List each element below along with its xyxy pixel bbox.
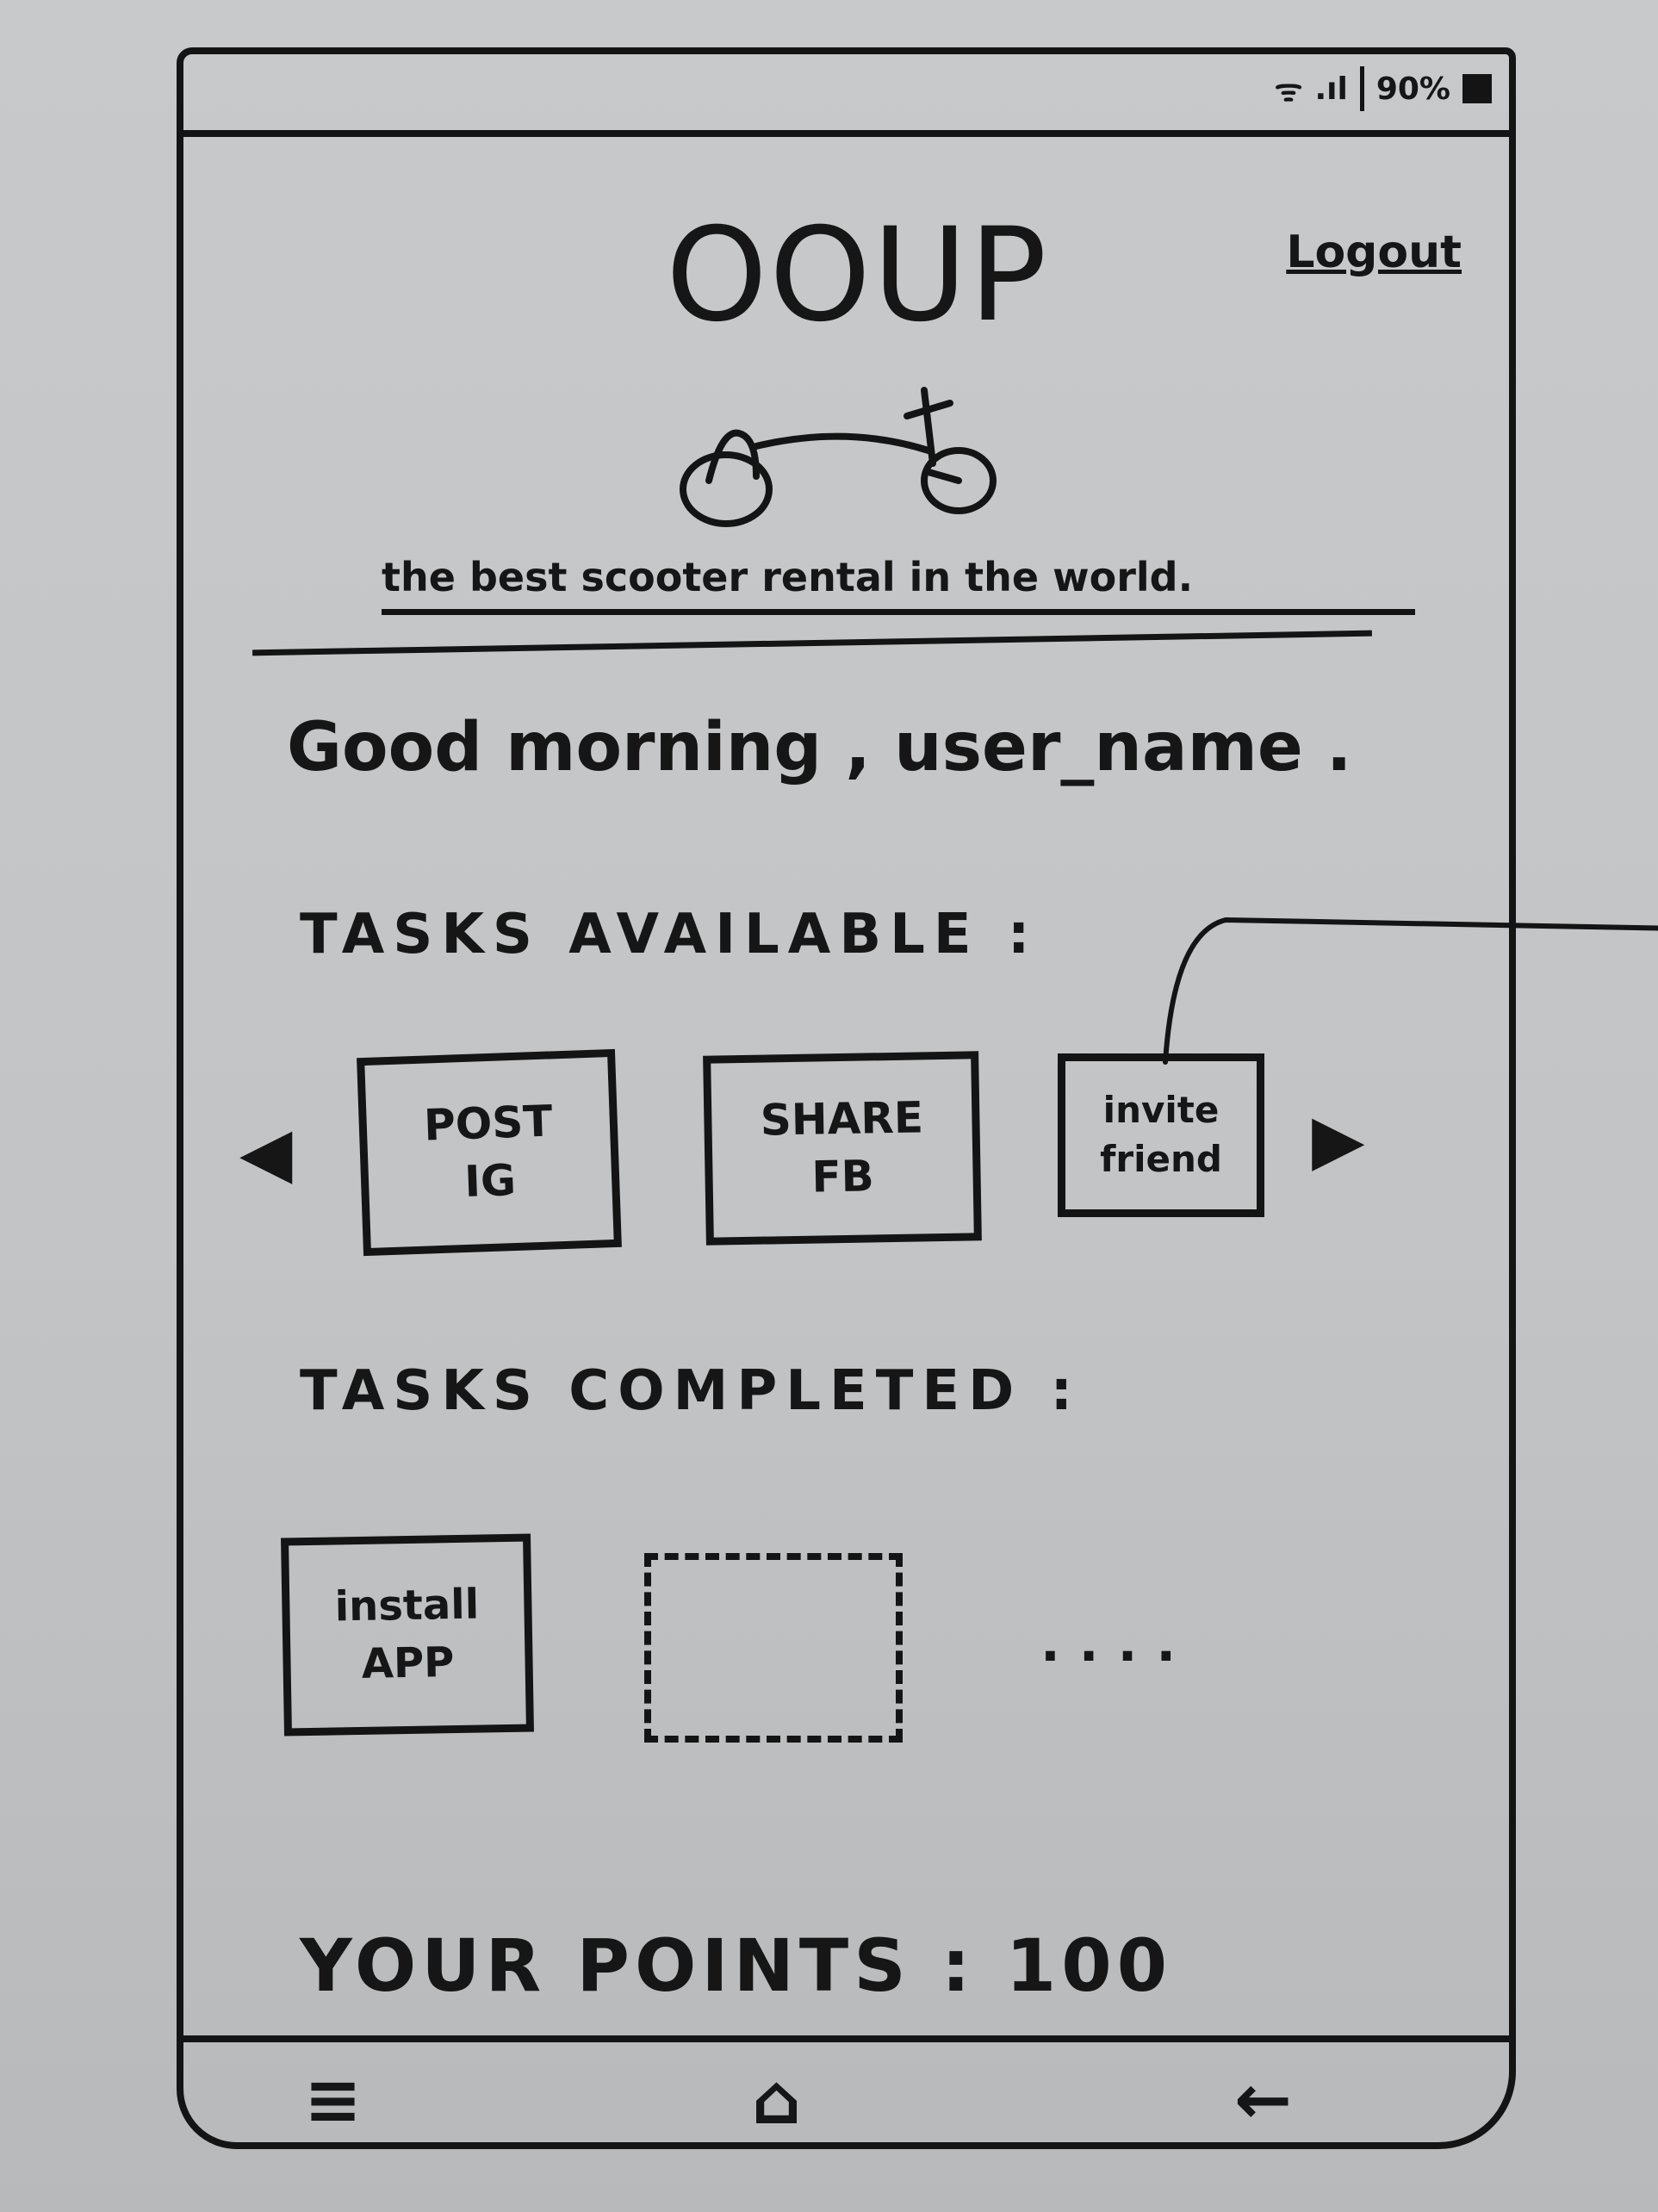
logout-button[interactable]: Logout [1286, 227, 1462, 278]
carousel-next-icon[interactable]: ▶ [1312, 1099, 1365, 1179]
status-bar: ᯤ .ıl 90% [183, 54, 1509, 137]
status-icons: ᯤ .ıl 90% [1275, 66, 1492, 111]
task-card-post-ig[interactable]: POST IG [357, 1048, 622, 1257]
annotation-callout [1163, 916, 1658, 1065]
scooter-logo-icon [680, 387, 997, 527]
back-icon[interactable]: ← [1234, 2060, 1293, 2140]
points-total: YOUR POINTS : 100 [300, 1923, 1173, 2008]
header-divider [252, 630, 1372, 656]
tasks-available-carousel: ◀ POST IG SHARE FB invite friend ▶ [231, 1045, 1488, 1277]
tagline: the best scooter rental in the world. [382, 554, 1415, 615]
carousel-prev-icon[interactable]: ◀ [239, 1112, 293, 1192]
signal-icon: .ıl [1314, 71, 1348, 107]
status-divider [1359, 66, 1364, 111]
tasks-completed-row: install APP .... [281, 1519, 1402, 1777]
tasks-available-heading: TASKS AVAILABLE : [300, 903, 1039, 966]
phone-frame: ᯤ .ıl 90% OOUP Logout the best scooter r… [177, 47, 1658, 2149]
app-title: OOUP [666, 201, 1049, 351]
completed-card-install-app[interactable]: install APP [281, 1533, 534, 1737]
bottom-nav-bar: ≡ ⌂ ← [183, 2035, 1509, 2154]
battery-icon [1462, 74, 1492, 103]
greeting-text: Good morning , user_name . [287, 709, 1352, 786]
wifi-icon: ᯤ [1274, 72, 1303, 109]
task-card-share-fb[interactable]: SHARE FB [703, 1051, 982, 1246]
more-indicator: .... [1040, 1613, 1195, 1674]
battery-percent: 90% [1375, 71, 1450, 107]
home-icon[interactable]: ⌂ [752, 2060, 802, 2140]
tasks-completed-heading: TASKS COMPLETED : [300, 1359, 1082, 1423]
menu-icon[interactable]: ≡ [304, 2060, 363, 2140]
task-card-invite-friend[interactable]: invite friend [1058, 1053, 1264, 1217]
completed-card-placeholder [644, 1553, 903, 1743]
